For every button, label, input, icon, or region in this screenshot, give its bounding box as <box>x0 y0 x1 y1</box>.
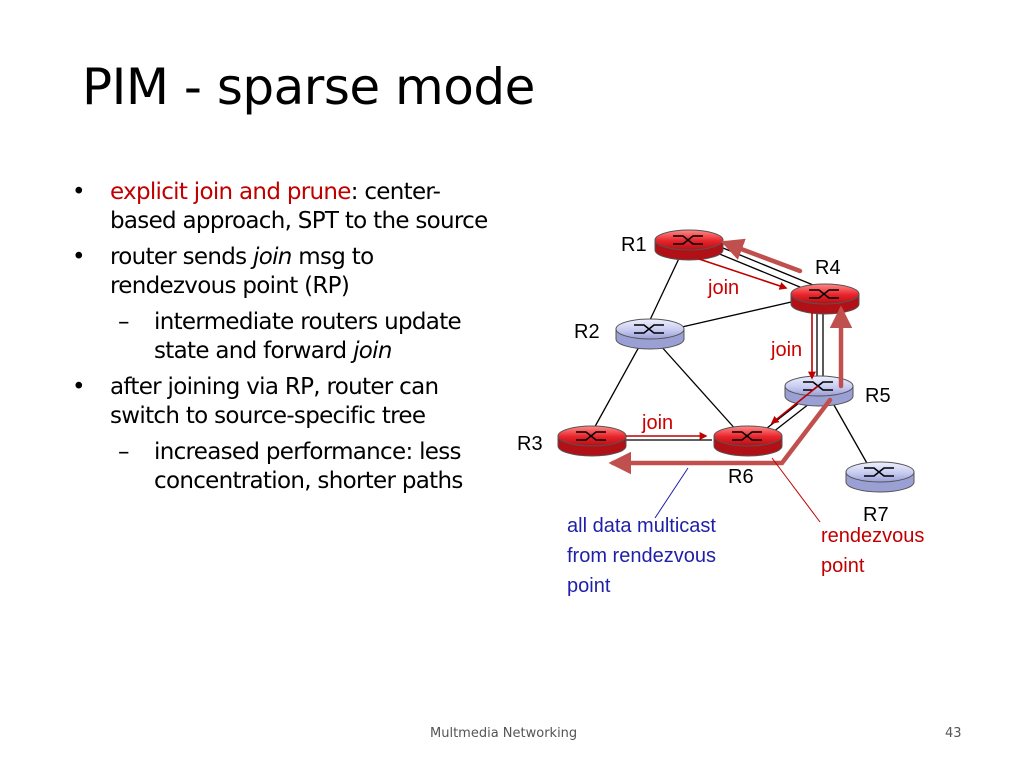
bullet-after-joining: • after joining via RP, router can switc… <box>70 373 490 431</box>
router-label-r2: R2 <box>574 321 600 343</box>
annotation-line: all data multicast <box>567 515 716 537</box>
joined-links <box>699 240 824 437</box>
join-arrow-r5-r6 <box>770 385 819 425</box>
sub-text: increased performance: less concentratio… <box>154 439 463 494</box>
page-number: 43 <box>945 726 962 741</box>
callout-line-data <box>654 467 689 519</box>
annotation-line: from rendezvous <box>567 545 716 567</box>
bullet-text: : center-based approach, SPT to the sour… <box>110 179 488 234</box>
router-r1 <box>654 229 724 261</box>
router-r3 <box>557 425 627 457</box>
data-flow-r1-r4 <box>720 238 803 274</box>
router-label-r3: R3 <box>517 433 543 455</box>
bullet-router-sends: • router sends join msg to rendezvous po… <box>70 243 490 301</box>
sub-mark: – <box>118 309 130 335</box>
annotation-line: point <box>567 575 611 597</box>
link-r5-r7 <box>829 397 869 466</box>
bullet-list: • explicit join and prune: center-based … <box>70 178 490 503</box>
router-label-r1: R1 <box>621 234 647 256</box>
slide-title: PIM - sparse mode <box>82 58 535 116</box>
router-label-r5: R5 <box>865 385 891 407</box>
router-r6 <box>713 425 783 457</box>
sub-mark: – <box>118 439 130 465</box>
router-label-r7: R7 <box>863 504 889 526</box>
data-flow-arrows <box>608 238 853 475</box>
router-r7 <box>845 461 915 493</box>
join-arrows <box>626 258 819 440</box>
join-arrow-r1-r4 <box>698 258 788 290</box>
bullet-highlight: explicit join and prune <box>110 179 351 205</box>
link-r2-r3 <box>591 344 641 433</box>
footer-title: Multmedia Networking <box>430 726 578 741</box>
data-flow-r5-r6-r3 <box>608 397 833 475</box>
annotation-line: point <box>821 555 865 577</box>
router-r4 <box>790 283 860 315</box>
link-r2-r6 <box>659 344 739 433</box>
bullet-mark: • <box>72 179 86 205</box>
link-r1-r2 <box>648 251 683 323</box>
router-label-r4: R4 <box>815 257 841 279</box>
sub-text: intermediate routers update state and fo… <box>154 309 462 364</box>
bullet-text: router sends <box>110 244 254 270</box>
callout-line-rp <box>771 457 821 523</box>
annotation-line: rendezvous <box>821 525 924 547</box>
annotation-rendezvous: rendezvous point <box>821 525 930 577</box>
bullet-text: msg to rendezvous point (RP) <box>110 244 374 299</box>
bullet-italic: join <box>253 244 292 270</box>
subbullet-performance: – increased performance: less concentrat… <box>70 438 490 496</box>
subbullet-intermediate: – intermediate routers update state and … <box>70 308 490 366</box>
join-label-r1-r4: join <box>707 277 739 299</box>
join-label-r4-r5: join <box>770 339 802 361</box>
join-label-r3-r6: join <box>641 412 673 434</box>
router-label-r6: R6 <box>728 466 754 488</box>
bullet-mark: • <box>72 244 86 270</box>
router-r2 <box>615 318 685 350</box>
sub-italic: join <box>353 338 392 364</box>
bullet-mark: • <box>72 374 86 400</box>
bullet-text: after joining via RP, router can switch … <box>110 374 439 429</box>
bullet-explicit-join: • explicit join and prune: center-based … <box>70 178 490 236</box>
annotation-data-multicast: all data multicast from rendezvous point <box>567 515 722 597</box>
